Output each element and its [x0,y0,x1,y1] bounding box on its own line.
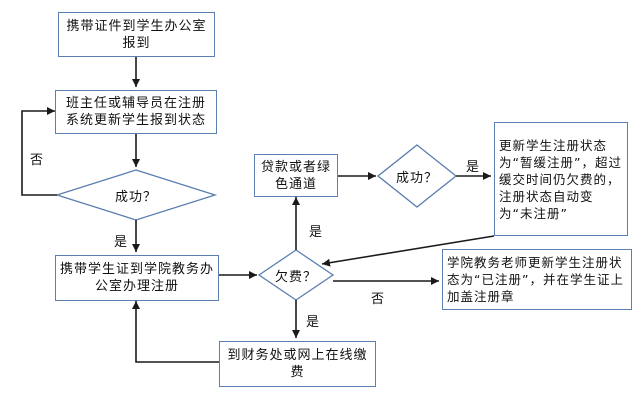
label-no-owe: 否 [371,292,385,307]
node-loan-or-green-text: 贷款或者绿色通道 [260,159,331,192]
node-go-academic-office: 携带学生证到学院教务办公室办理注册 [55,255,219,301]
arrow-pay-to-academic [132,301,219,363]
arrow-success1-no-loop [21,107,57,196]
node-pay-fee: 到财务处或网上在线缴费 [219,341,376,387]
node-start-text: 携带证件到学生办公室报到 [66,18,207,51]
label-yes-pay: 是 [306,315,320,330]
node-go-academic-office-text: 携带学生证到学院教务办公室办理注册 [60,262,215,294]
node-update-register-text: 班主任或辅导员在注册系统更新学生报到状态 [65,96,206,128]
node-update-registered: 学院教务老师更新学生注册状态为“已注册”，并在学生证上加盖注册章 [442,249,632,310]
diamond-success-2 [376,144,458,208]
node-update-deferred: 更新学生注册状态为“暂缓注册”，超过缓交时间仍欠费的，注册状态自动变为“未注册” [494,122,628,236]
node-update-register: 班主任或辅导员在注册系统更新学生报到状态 [55,90,217,134]
node-start: 携带证件到学生办公室报到 [58,12,215,57]
node-update-registered-text: 学院教务老师更新学生注册状态为“已注册”，并在学生证上加盖注册章 [447,255,624,304]
node-update-deferred-text: 更新学生注册状态为“暂缓注册”，超过缓交时间仍欠费的，注册状态自动变为“未注册” [499,137,622,221]
node-loan-or-green: 贷款或者绿色通道 [254,154,338,197]
arrow-deferred-to-owe [321,235,495,267]
label-no-1: 否 [30,153,44,168]
label-yes-loan: 是 [309,225,323,240]
node-owe-fee: 欠费？ [274,270,317,285]
node-pay-fee-text: 到财务处或网上在线缴费 [227,348,368,380]
label-yes-2: 是 [466,160,480,175]
node-success-check-2: 成功？ [395,171,438,186]
label-yes-1: 是 [114,235,128,250]
node-success-check-1: 成功？ [114,190,157,205]
